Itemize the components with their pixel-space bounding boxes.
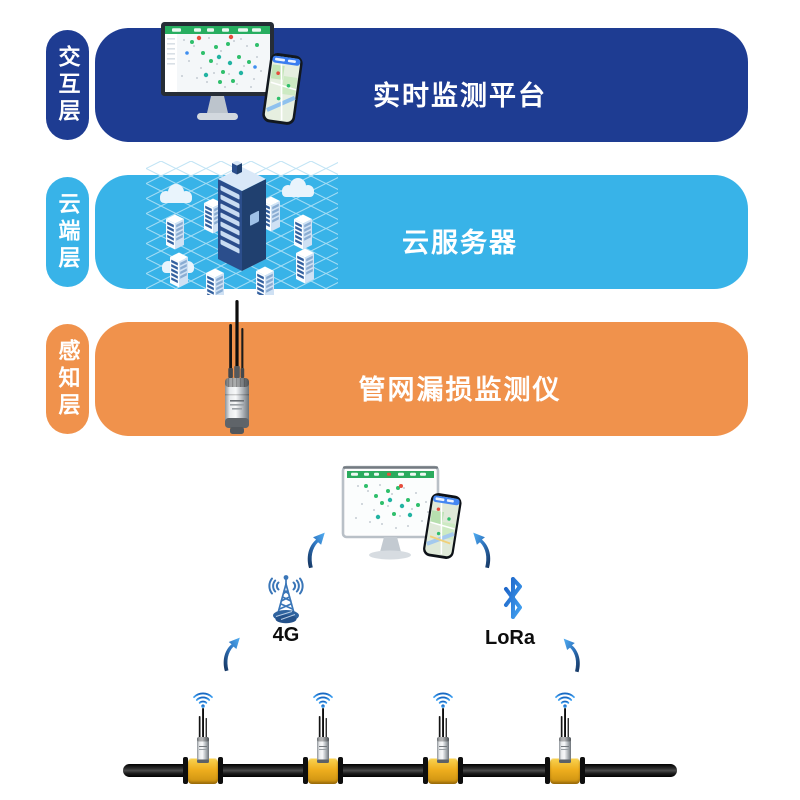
arrow-lora-to-platform bbox=[469, 531, 494, 569]
pipe-flange bbox=[218, 757, 223, 784]
pipe-sensor bbox=[430, 708, 456, 766]
pipe-flange bbox=[458, 757, 463, 784]
layer-band-perception bbox=[95, 322, 748, 436]
arrow-sensor-to-lora bbox=[559, 637, 584, 673]
layer-tag-text: 交互层 bbox=[55, 44, 81, 126]
cloud-server-illustration bbox=[146, 161, 338, 295]
wifi-signal-icon bbox=[431, 691, 455, 709]
platform-monitor-phone-illustration bbox=[341, 465, 462, 560]
layer-label-perception: 管网漏损监测仪 bbox=[358, 375, 562, 405]
layer-tag-cloud: 云端层 bbox=[46, 177, 89, 287]
pipe-flange bbox=[338, 757, 343, 784]
layer-label-interaction: 实时监测平台 bbox=[373, 81, 547, 111]
radio-tower-icon bbox=[268, 575, 304, 624]
arrow-sensor-to-4g bbox=[220, 636, 244, 672]
layer-tag-text: 云端层 bbox=[55, 191, 81, 273]
pipe-sensor bbox=[190, 708, 216, 766]
pipeline bbox=[123, 764, 677, 777]
wifi-signal-icon bbox=[311, 691, 335, 709]
bluetooth-icon bbox=[504, 577, 522, 619]
pipe-flange bbox=[303, 757, 308, 784]
layer-tag-text: 感知层 bbox=[55, 338, 81, 420]
monitor-phone-illustration bbox=[161, 22, 303, 125]
layer-label-cloud: 云服务器 bbox=[402, 228, 518, 258]
wifi-signal-icon bbox=[553, 691, 577, 709]
wifi-signal-icon bbox=[191, 691, 215, 709]
pipe-flange bbox=[423, 757, 428, 784]
layer-tag-interaction: 交互层 bbox=[46, 30, 89, 140]
leak-monitor-device-illustration bbox=[225, 300, 249, 434]
arrow-4g-to-platform bbox=[304, 531, 329, 569]
pipe-sensor bbox=[552, 708, 578, 766]
pipe-sensor bbox=[310, 708, 336, 766]
pipe-flange bbox=[580, 757, 585, 784]
left-link-label: 4G bbox=[272, 624, 300, 646]
layer-tag-perception: 感知层 bbox=[46, 324, 89, 434]
pipe-flange bbox=[545, 757, 550, 784]
pipe-flange bbox=[183, 757, 188, 784]
right-link-label: LoRa bbox=[485, 627, 535, 649]
